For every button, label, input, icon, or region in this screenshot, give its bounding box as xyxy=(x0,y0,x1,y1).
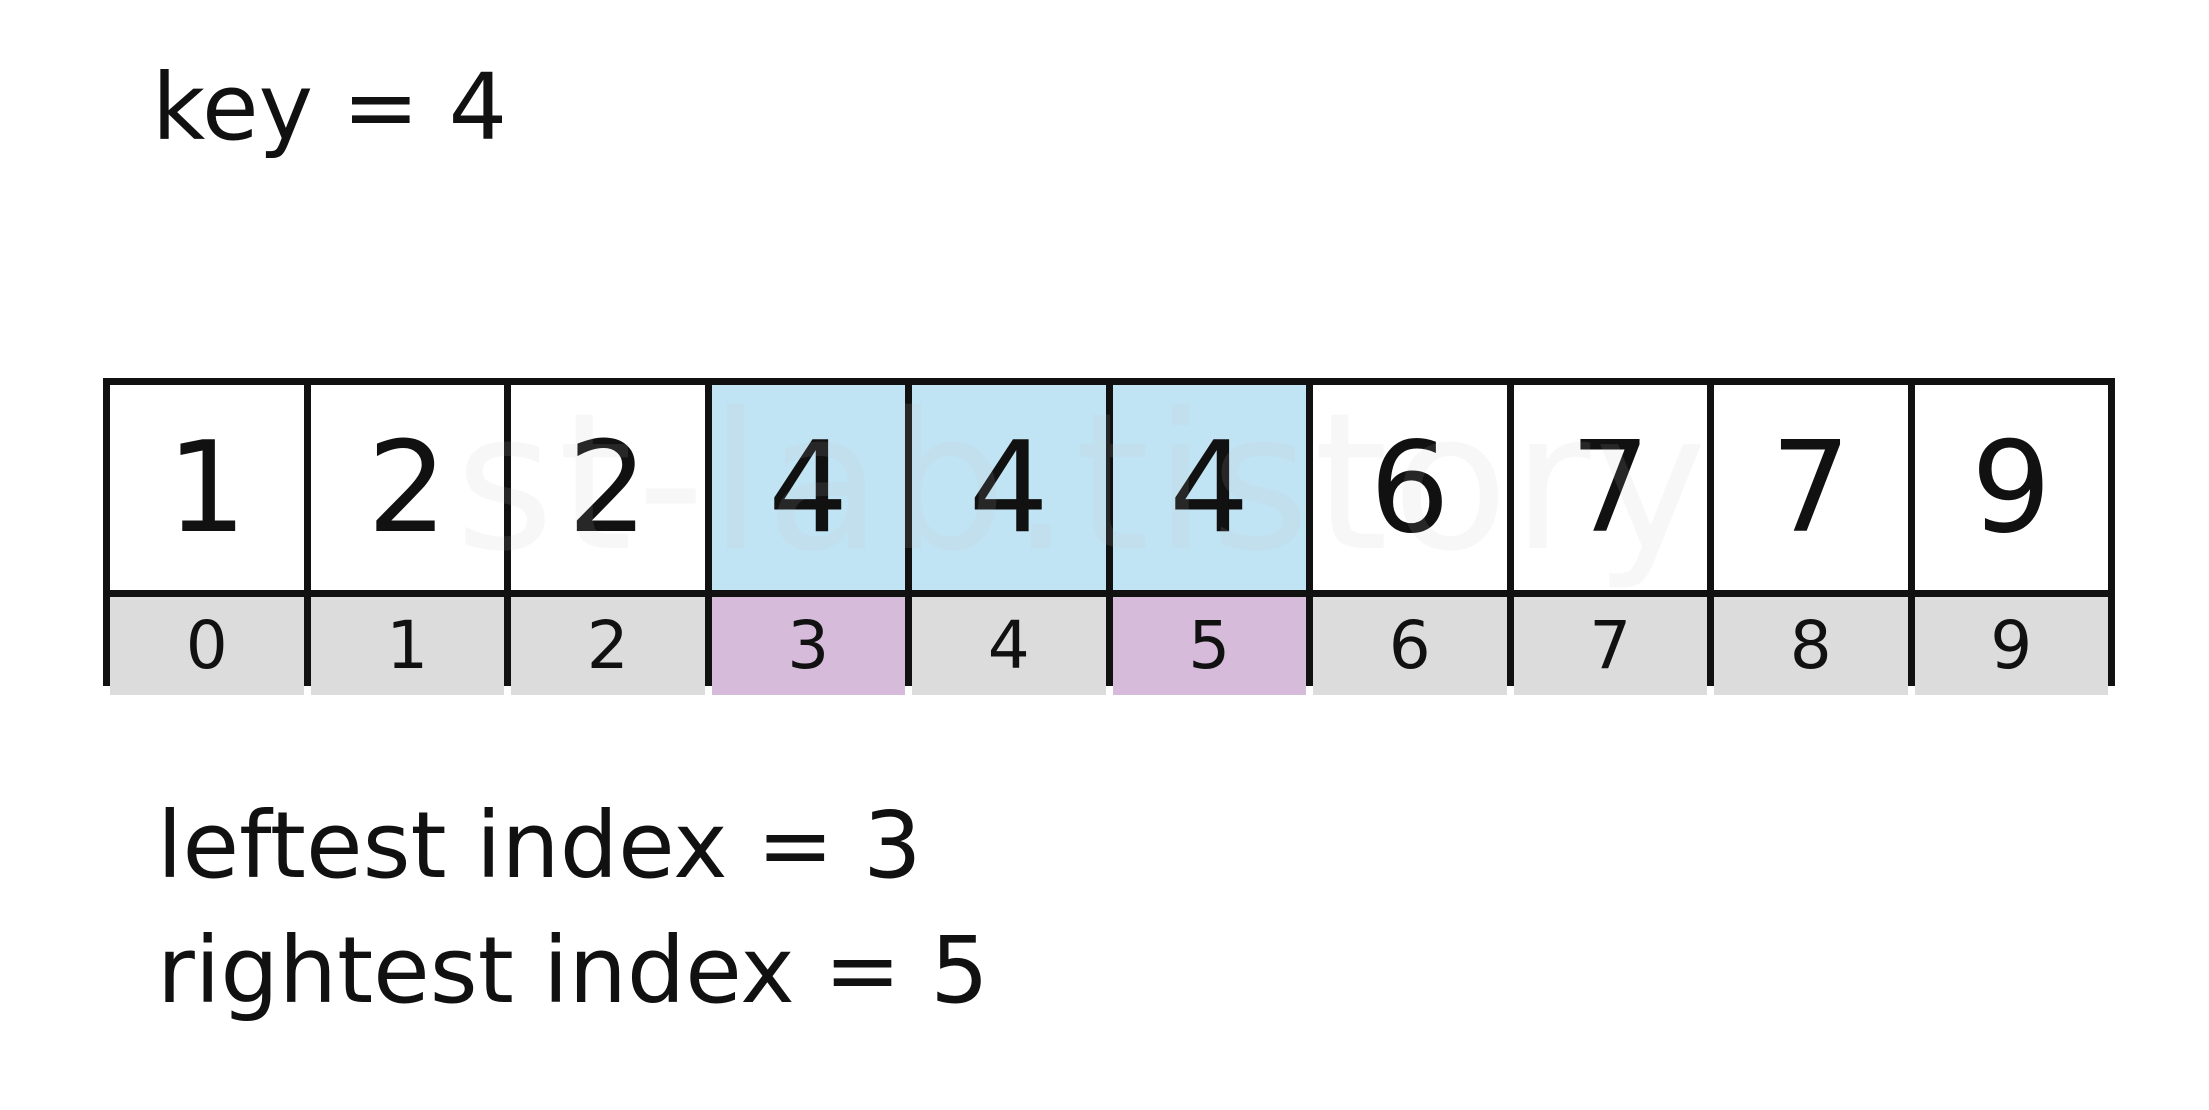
array-index-cell: 5 xyxy=(1112,597,1306,695)
leftest-index-result: leftest index = 3 xyxy=(157,792,922,899)
array-value-cell: 6 xyxy=(1313,385,1507,590)
array-value-cell: 4 xyxy=(912,385,1106,590)
array-index-cell: 0 xyxy=(110,597,304,695)
key-label: key = 4 xyxy=(152,54,508,161)
array-index-cell: 7 xyxy=(1513,597,1707,695)
sorted-array: 1 2 2 4 4 4 6 7 7 9 0 1 2 3 4 5 6 7 8 9 xyxy=(103,378,2115,695)
array-value-cell: 9 xyxy=(1914,385,2108,590)
array-index-cell: 4 xyxy=(912,597,1106,695)
array-index-cell: 9 xyxy=(1914,597,2108,695)
array-value-cell: 1 xyxy=(110,385,304,590)
array-index-cell: 6 xyxy=(1313,597,1507,695)
array-value-cell: 2 xyxy=(310,385,504,590)
array-index-cell: 8 xyxy=(1714,597,1908,695)
array-value-cell: 7 xyxy=(1714,385,1908,590)
array-index-cell: 1 xyxy=(310,597,504,695)
rightest-index-result: rightest index = 5 xyxy=(157,917,989,1024)
array-index-cell: 3 xyxy=(711,597,905,695)
array-value-cell: 2 xyxy=(511,385,705,590)
array-value-cell: 7 xyxy=(1513,385,1707,590)
array-value-cell: 4 xyxy=(711,385,905,590)
array-index-cell: 2 xyxy=(511,597,705,695)
array-value-cell: 4 xyxy=(1112,385,1306,590)
